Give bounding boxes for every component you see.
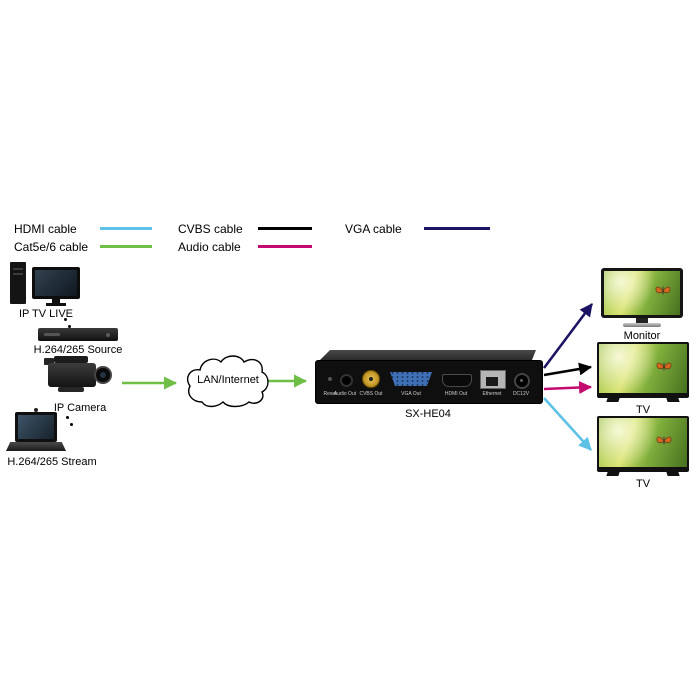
cvbs-arrow-to-tv — [543, 362, 593, 377]
pc-monitor-neck — [52, 299, 60, 303]
camera-handle — [54, 356, 88, 363]
h264-source-label: H.264/265 Source — [33, 344, 123, 356]
pc-monitor-screen — [35, 270, 77, 296]
ellipsis-dot — [68, 325, 71, 328]
port-label-ethernet: Ethernet — [482, 391, 502, 397]
tv-middle-screen — [599, 344, 687, 393]
tv-bottom-right-foot — [666, 472, 680, 476]
ellipsis-dot — [66, 416, 69, 419]
decoder-model-label: SX-HE04 — [405, 408, 451, 420]
monitor-label: Monitor — [623, 330, 661, 342]
encoder-box-icon — [38, 328, 118, 341]
camera-lens — [94, 366, 112, 384]
hdmi-cable-swatch — [100, 227, 152, 230]
tv-middle-right-foot — [666, 398, 680, 402]
tv-bottom-screen — [599, 418, 687, 467]
pc-tower-drive-slot — [13, 268, 23, 270]
laptop-icon — [6, 408, 66, 454]
monitor-screen — [604, 271, 680, 315]
camera-lens-glass — [100, 372, 106, 378]
ethernet-jack-opening — [486, 377, 498, 386]
tv-middle-label: TV — [635, 404, 651, 416]
ip-camera-label: IP Camera — [53, 402, 107, 414]
h264-stream-label: H.264/265 Stream — [7, 456, 97, 468]
cloud-icon — [186, 355, 269, 408]
tv-middle-left-foot — [606, 398, 620, 402]
ethernet-port — [480, 370, 506, 389]
legend-label-hdmi: HDMI cable — [14, 222, 77, 236]
monitor-stand-base — [623, 323, 661, 327]
ellipsis-dot — [64, 318, 67, 321]
pc-monitor-base — [46, 303, 66, 306]
dc-power-jack — [514, 373, 530, 389]
hdmi-arrow-to-tv — [543, 397, 592, 451]
vga-arrow-to-monitor — [542, 303, 594, 369]
butterfly-graphic — [656, 362, 672, 371]
laptop-screen-frame — [15, 412, 57, 442]
cvbs-bnc-connector — [362, 370, 380, 388]
tv-bottom-icon — [597, 416, 689, 472]
tv-bottom-left-foot — [606, 472, 620, 476]
butterfly-graphic — [655, 286, 671, 295]
encoder-box-led — [106, 333, 110, 337]
legend-label-cvbs: CVBS cable — [178, 222, 243, 236]
ellipsis-dot — [70, 423, 73, 426]
legend-label-cat5: Cat5e/6 cable — [14, 240, 89, 254]
video-camera-icon — [44, 356, 116, 400]
port-label-vga-out: VGA Out — [401, 391, 421, 397]
hdmi-out-port — [442, 374, 472, 387]
port-label-dc12v: DC12V — [512, 391, 530, 397]
desktop-pc-icon — [10, 262, 82, 308]
tv-bottom-label: TV — [635, 478, 651, 490]
pc-tower — [10, 262, 26, 304]
camera-viewfinder — [44, 358, 54, 365]
laptop-base — [6, 442, 66, 451]
encoder-box-slot — [44, 333, 60, 336]
audio-arrow-to-tv — [543, 381, 593, 395]
cvbs-cable-swatch — [258, 227, 312, 230]
decoder-front-panel: Reset Audio Out CVBS Out VGA Out HDMI Ou… — [315, 360, 543, 404]
butterfly-graphic — [656, 436, 672, 445]
port-label-reset: Reset — [323, 391, 337, 397]
laptop-screen — [18, 415, 54, 439]
audio-out-jack — [340, 374, 353, 387]
camera-body — [48, 363, 96, 387]
bnc-center-pin — [369, 377, 373, 381]
legend-label-audio: Audio cable — [178, 240, 241, 254]
lan-internet-label: LAN/Internet — [197, 374, 259, 386]
pc-tower-drive-slot2 — [13, 273, 23, 275]
reset-button — [328, 377, 332, 381]
monitor-icon — [601, 268, 683, 318]
pc-monitor — [32, 267, 80, 299]
dc-center-pin — [520, 379, 523, 382]
tv-middle-icon — [597, 342, 689, 398]
camera-grip — [58, 387, 84, 392]
port-label-hdmi-out: HDMI Out — [444, 391, 468, 397]
decoder-top-face — [320, 350, 536, 360]
vga-out-port — [390, 372, 432, 386]
audio-cable-swatch — [258, 245, 312, 248]
ip-tv-live-label: IP TV LIVE — [18, 308, 73, 320]
monitor-stand-neck — [636, 318, 648, 323]
port-label-cvbs-out: CVBS Out — [359, 391, 383, 397]
legend-label-vga: VGA cable — [345, 222, 402, 236]
cat5-cable-swatch — [100, 245, 152, 248]
port-label-audio-out: Audio Out — [333, 391, 357, 397]
laptop-webcam — [34, 408, 38, 412]
vga-cable-swatch — [424, 227, 490, 230]
